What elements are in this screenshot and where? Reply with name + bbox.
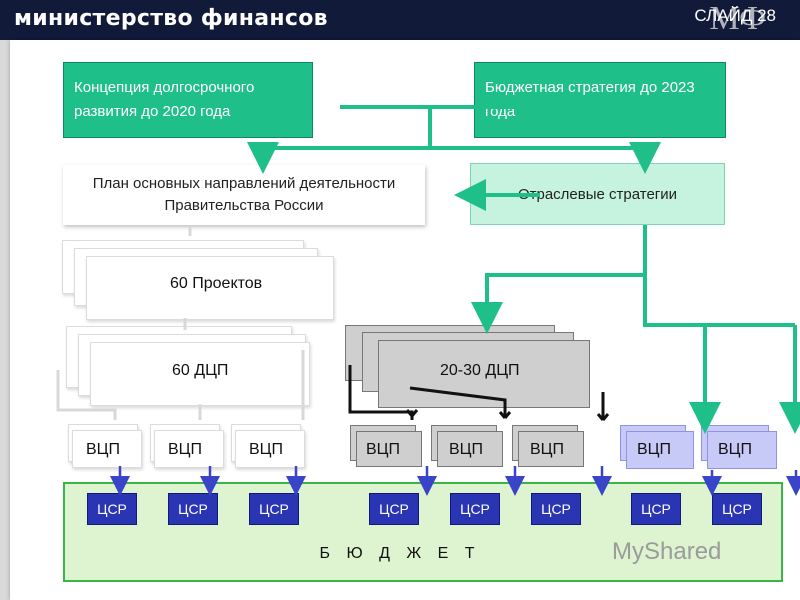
sector-text: Отраслевые стратегии <box>517 185 678 203</box>
dcp2030-label: 20-30 ДЦП <box>440 362 520 379</box>
csr-box-2: ЦСР <box>168 493 218 525</box>
csr-label: ЦСР <box>259 501 289 517</box>
plan-box: План основных направлений деятельности П… <box>63 165 425 225</box>
vcp-doc-front <box>707 431 777 469</box>
csr-box-5: ЦСР <box>450 493 500 525</box>
dcp60-doc-front <box>90 342 310 406</box>
concept-box: Концепция долгосрочного развития до 2020… <box>63 62 313 138</box>
csr-label: ЦСР <box>379 501 409 517</box>
vcp-label-8: ВЦП <box>718 441 753 458</box>
csr-label: ЦСР <box>722 501 752 517</box>
vcp-label-3: ВЦП <box>249 441 284 458</box>
myshared-watermark: MyShared <box>612 538 722 565</box>
dcp60-label: 60 ДЦП <box>172 362 229 379</box>
vcp-doc-front <box>235 430 305 468</box>
csr-label: ЦСР <box>641 501 671 517</box>
vcp-doc-front <box>626 431 694 469</box>
csr-label: ЦСР <box>460 501 490 517</box>
arrow-black-vcp-4 <box>348 365 414 420</box>
csr-label: ЦСР <box>97 501 127 517</box>
connector-sector-down <box>643 225 795 327</box>
csr-box-7: ЦСР <box>631 493 681 525</box>
budget-strategy-box: Бюджетная стратегия до 2023 года <box>474 62 726 138</box>
sector-strategies-box: Отраслевые стратегии <box>470 163 725 225</box>
arrow-to-dcp2030 <box>471 273 645 334</box>
vcp-label-1: ВЦП <box>86 441 121 458</box>
slide-number: СЛАЙД 28 <box>694 6 776 25</box>
projects-label: 60 Проектов <box>170 275 263 292</box>
vcp-label-7: ВЦП <box>637 441 672 458</box>
vcp-label-5: ВЦП <box>449 441 484 458</box>
vcp-label-2: ВЦП <box>168 441 203 458</box>
arrow-dcp-vcp-1 <box>56 370 117 420</box>
vcp-label-6: ВЦП <box>530 441 565 458</box>
csr-box-4: ЦСР <box>369 493 419 525</box>
vcp-doc-front <box>437 431 503 467</box>
plan-text: План основных направлений деятельности П… <box>92 175 396 214</box>
vcp-doc-front <box>518 431 584 467</box>
csr-label: ЦСР <box>541 501 571 517</box>
vcp-doc-front <box>72 430 142 468</box>
arrow-black-vcp-5 <box>409 386 507 418</box>
csr-box-8: ЦСР <box>712 493 762 525</box>
budget-label: Б Ю Д Ж Е Т <box>319 545 481 562</box>
vcp-doc-front <box>154 430 224 468</box>
csr-box-6: ЦСР <box>531 493 581 525</box>
ministry-logo: МФ <box>709 0 766 37</box>
projects-doc-front <box>86 256 334 320</box>
vcp-label-4: ВЦП <box>366 441 401 458</box>
concept-text: Концепция долгосрочного развития до 2020… <box>74 79 255 120</box>
header-bar: министерство финансов МФ СЛАЙД 28 <box>0 0 800 40</box>
vcp-doc-front <box>356 431 422 467</box>
ministry-title: министерство финансов <box>14 6 328 31</box>
csr-box-3: ЦСР <box>249 493 299 525</box>
csr-label: ЦСР <box>178 501 208 517</box>
